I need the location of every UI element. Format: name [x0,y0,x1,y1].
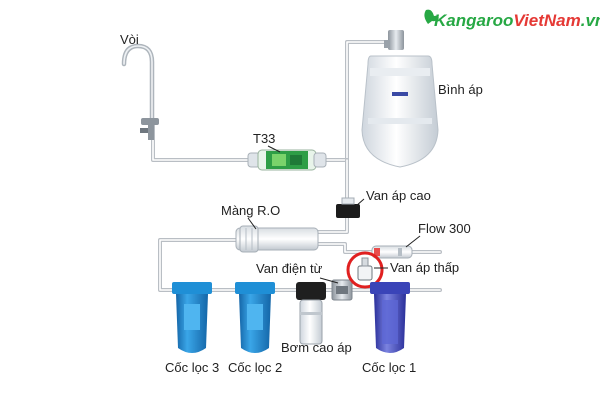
flow-restrictor-label: Flow 300 [418,221,471,236]
brand-name-part3: .vn [581,11,600,30]
svg-text:KangarooVietNam.vn: KangarooVietNam.vn [434,11,600,30]
high-pressure-valve [336,197,360,218]
low-pressure-valve-label: Van áp thấp [390,260,459,275]
filter-3-label: Cốc lọc 3 [165,360,219,375]
ro-membrane-leader [247,217,257,230]
solenoid-valve [331,279,353,301]
booster-pump [296,282,326,345]
pressure-tank [361,30,439,168]
flow-restrictor-leader [405,235,421,248]
faucet-handle [140,128,148,133]
booster-pump-label: Bơm cao áp [281,340,352,355]
filter-housing-3 [172,282,212,353]
t33-label: T33 [253,131,275,146]
brand-logo: KangarooVietNam.vn [424,9,600,30]
brand-name-part2: VietNam [513,11,580,30]
tank-label: Bình áp [438,82,483,97]
ro-membrane-label: Màng R.O [221,203,280,218]
flow-restrictor [371,245,413,259]
faucet-label: Vòi [120,32,139,47]
filter-housing-1 [370,282,410,353]
filter-2-label: Cốc lọc 2 [228,360,282,375]
ro-membrane [235,225,319,253]
t33-post-filter [247,149,327,171]
t33-leader [267,145,281,153]
solenoid-valve-label: Van điện từ [256,261,323,276]
low-pressure-valve [357,257,373,281]
filter-1-label: Cốc lọc 1 [362,360,416,375]
kangaroo-logo-icon [424,9,439,24]
high-pressure-valve-leader [355,198,365,207]
filter-housing-2 [235,282,275,353]
tank-valve [388,30,404,50]
brand-name-part1: Kangaroo [434,11,513,30]
solenoid-valve-leader [319,277,339,284]
faucet [121,43,159,140]
high-pressure-valve-label: Van áp cao [366,188,431,203]
low-pressure-valve-highlight [346,251,384,289]
